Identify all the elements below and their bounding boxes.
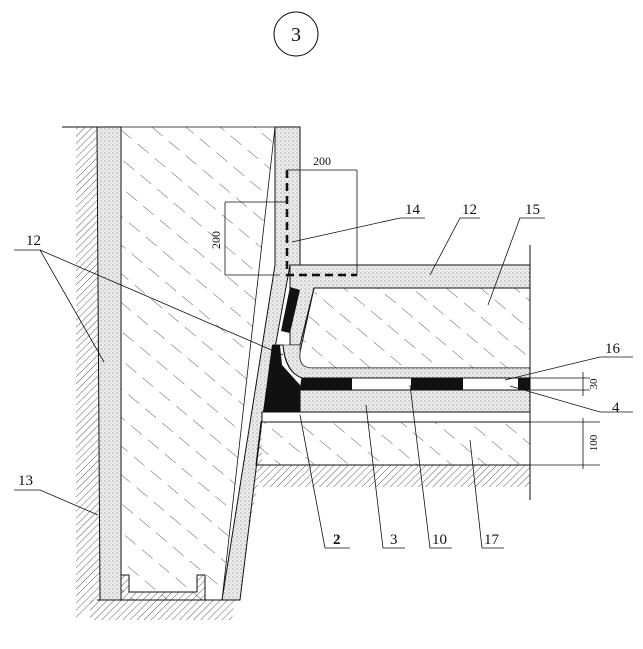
label-12-slab: 12 — [462, 202, 477, 218]
detail-number: 3 — [291, 24, 301, 46]
drain-channel — [120, 574, 206, 601]
lower-screed-3 — [299, 389, 531, 413]
dim-100: 100 — [588, 434, 600, 451]
label-14: 14 — [405, 202, 421, 218]
label-17: 17 — [484, 532, 500, 548]
label-2: 2 — [333, 532, 341, 548]
label-13: 13 — [18, 473, 33, 489]
membrane — [262, 287, 531, 420]
left-wall — [96, 126, 122, 601]
label-15: 15 — [525, 202, 540, 218]
label-4: 4 — [612, 400, 620, 416]
soil — [62, 126, 530, 620]
base-17 — [255, 421, 531, 466]
detail-marker: 3 — [273, 11, 319, 57]
dim-top: 200 — [313, 154, 331, 168]
dim-left: 200 — [209, 231, 223, 249]
dimension-lines — [224, 169, 600, 469]
gap-layer — [261, 411, 531, 423]
label-10: 10 — [432, 532, 447, 548]
wall-core — [120, 126, 276, 601]
label-16: 16 — [605, 341, 621, 357]
slab-15 — [299, 287, 531, 369]
label-12-left: 12 — [26, 233, 41, 249]
leader-lines — [14, 217, 633, 549]
label-3: 3 — [390, 532, 398, 548]
dim-30: 30 — [588, 378, 600, 390]
dashed-edge — [285, 170, 357, 277]
